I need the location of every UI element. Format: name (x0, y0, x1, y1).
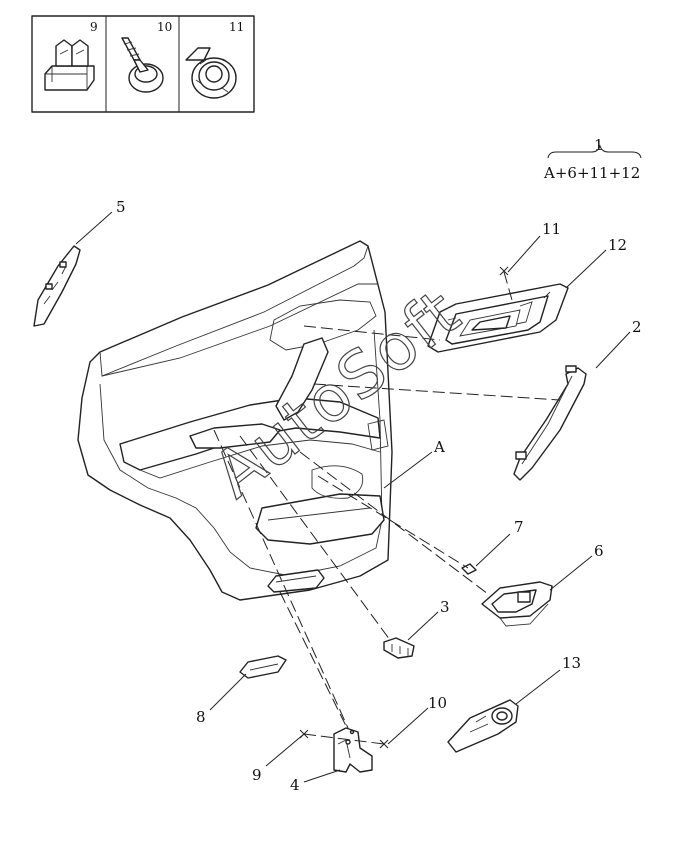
callout-9: 9 (252, 766, 262, 784)
part-2-grip-handle (513, 365, 587, 481)
assembly-brace (547, 144, 642, 159)
assembly-lines (213, 271, 561, 745)
clip-legend: 9 10 11 (31, 15, 255, 113)
callout-5: 5 (116, 198, 126, 216)
part-3-clip (383, 637, 415, 659)
part-6-switch-bezel (481, 581, 553, 627)
callout-2: 2 (632, 318, 642, 336)
callout-8: 8 (196, 708, 206, 726)
callout-numbers: 5 11 12 2 A 7 6 3 8 13 10 9 4 (116, 198, 642, 794)
screw-10-marker (379, 739, 389, 749)
callout-4: 4 (290, 776, 300, 794)
callout-10: 10 (428, 694, 447, 712)
part-5-trim-strip (33, 245, 81, 327)
leader-lines (75, 211, 631, 783)
assembly-number: 1 (594, 136, 604, 154)
fir-tree-clip-icon (121, 37, 164, 93)
screw-11-marker (499, 266, 509, 276)
legend-number-11: 11 (229, 20, 244, 34)
callout-A: A (433, 438, 445, 456)
part-13-speaker-grille (447, 699, 519, 753)
callout-12: 12 (608, 236, 627, 254)
assembly-components: A+6+11+12 (543, 164, 640, 182)
legend-number-9: 9 (90, 20, 98, 34)
screw-markers (299, 266, 509, 749)
part-8-reflector (239, 655, 287, 679)
callout-13: 13 (562, 654, 581, 672)
push-clip-icon (44, 39, 95, 91)
retainer-clip-icon (185, 47, 237, 99)
callout-6: 6 (594, 542, 604, 560)
assembly-formula: 1 A+6+11+12 (543, 136, 642, 182)
part-12-handle-bezel (427, 283, 569, 353)
part-4-bracket (333, 727, 373, 773)
callout-3: 3 (440, 598, 450, 616)
callout-7: 7 (514, 518, 524, 536)
legend-number-10: 10 (157, 20, 172, 34)
callout-11: 11 (542, 220, 561, 238)
